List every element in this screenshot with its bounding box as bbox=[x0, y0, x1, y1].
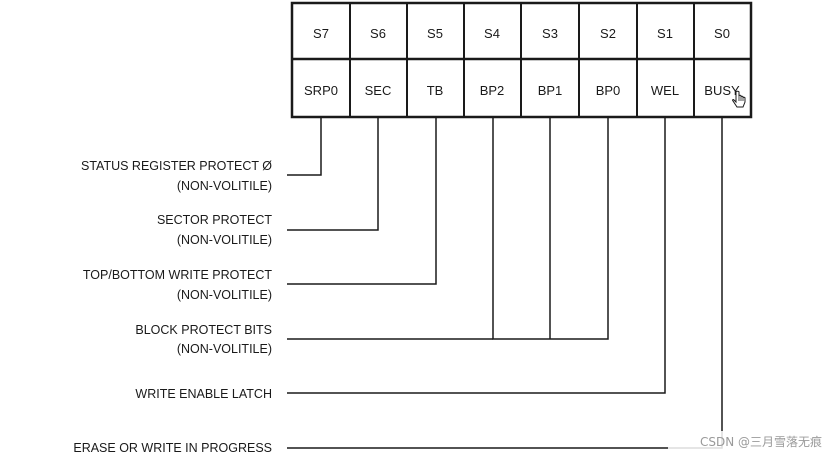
field-labels: STATUS REGISTER PROTECT Ø (NON-VOLITILE)… bbox=[73, 159, 272, 455]
bit-field-wel: WEL bbox=[651, 83, 679, 98]
bit-name-s3: S3 bbox=[542, 26, 558, 41]
label-tb-line1: TOP/BOTTOM WRITE PROTECT bbox=[83, 268, 272, 282]
bit-field-sec: SEC bbox=[365, 83, 392, 98]
bit-field-tb: TB bbox=[427, 83, 444, 98]
bit-name-s6: S6 bbox=[370, 26, 386, 41]
label-sec-line1: SECTOR PROTECT bbox=[157, 213, 272, 227]
label-srp0-line1: STATUS REGISTER PROTECT Ø bbox=[81, 159, 272, 173]
register-table bbox=[290, 1, 753, 119]
watermark: CSDN @三月雪落无痕 bbox=[700, 434, 822, 449]
bit-name-row: S7 S6 S5 S4 S3 S2 S1 S0 bbox=[313, 26, 730, 41]
bit-name-s2: S2 bbox=[600, 26, 616, 41]
bit-field-bp2: BP2 bbox=[480, 83, 505, 98]
label-tb-line2: (NON-VOLITILE) bbox=[177, 288, 272, 302]
connector-srp0 bbox=[287, 117, 322, 176]
label-wel: WRITE ENABLE LATCH bbox=[135, 387, 272, 401]
bit-field-srp0: SRP0 bbox=[304, 83, 338, 98]
hand-pointer-icon bbox=[732, 90, 746, 108]
bit-name-s1: S1 bbox=[657, 26, 673, 41]
bit-name-s4: S4 bbox=[484, 26, 500, 41]
label-sec-line2: (NON-VOLITILE) bbox=[177, 233, 272, 247]
connector-sec bbox=[287, 117, 379, 231]
label-srp0-line2: (NON-VOLITILE) bbox=[177, 179, 272, 193]
watermark-background bbox=[668, 431, 828, 451]
connector-wel bbox=[287, 117, 666, 394]
connector-lines bbox=[287, 117, 723, 449]
connector-tb bbox=[287, 117, 437, 285]
bit-field-busy: BUSY bbox=[704, 83, 740, 98]
bit-name-s7: S7 bbox=[313, 26, 329, 41]
bit-field-row: SRP0 SEC TB BP2 BP1 BP0 WEL BUSY bbox=[304, 83, 740, 98]
bit-field-bp1: BP1 bbox=[538, 83, 563, 98]
label-bp-line1: BLOCK PROTECT BITS bbox=[135, 323, 272, 337]
connector-busy bbox=[287, 117, 723, 449]
bit-field-bp0: BP0 bbox=[596, 83, 621, 98]
bit-name-s0: S0 bbox=[714, 26, 730, 41]
label-bp-line2: (NON-VOLITILE) bbox=[177, 342, 272, 356]
bit-name-s5: S5 bbox=[427, 26, 443, 41]
label-busy: ERASE OR WRITE IN PROGRESS bbox=[73, 441, 272, 455]
